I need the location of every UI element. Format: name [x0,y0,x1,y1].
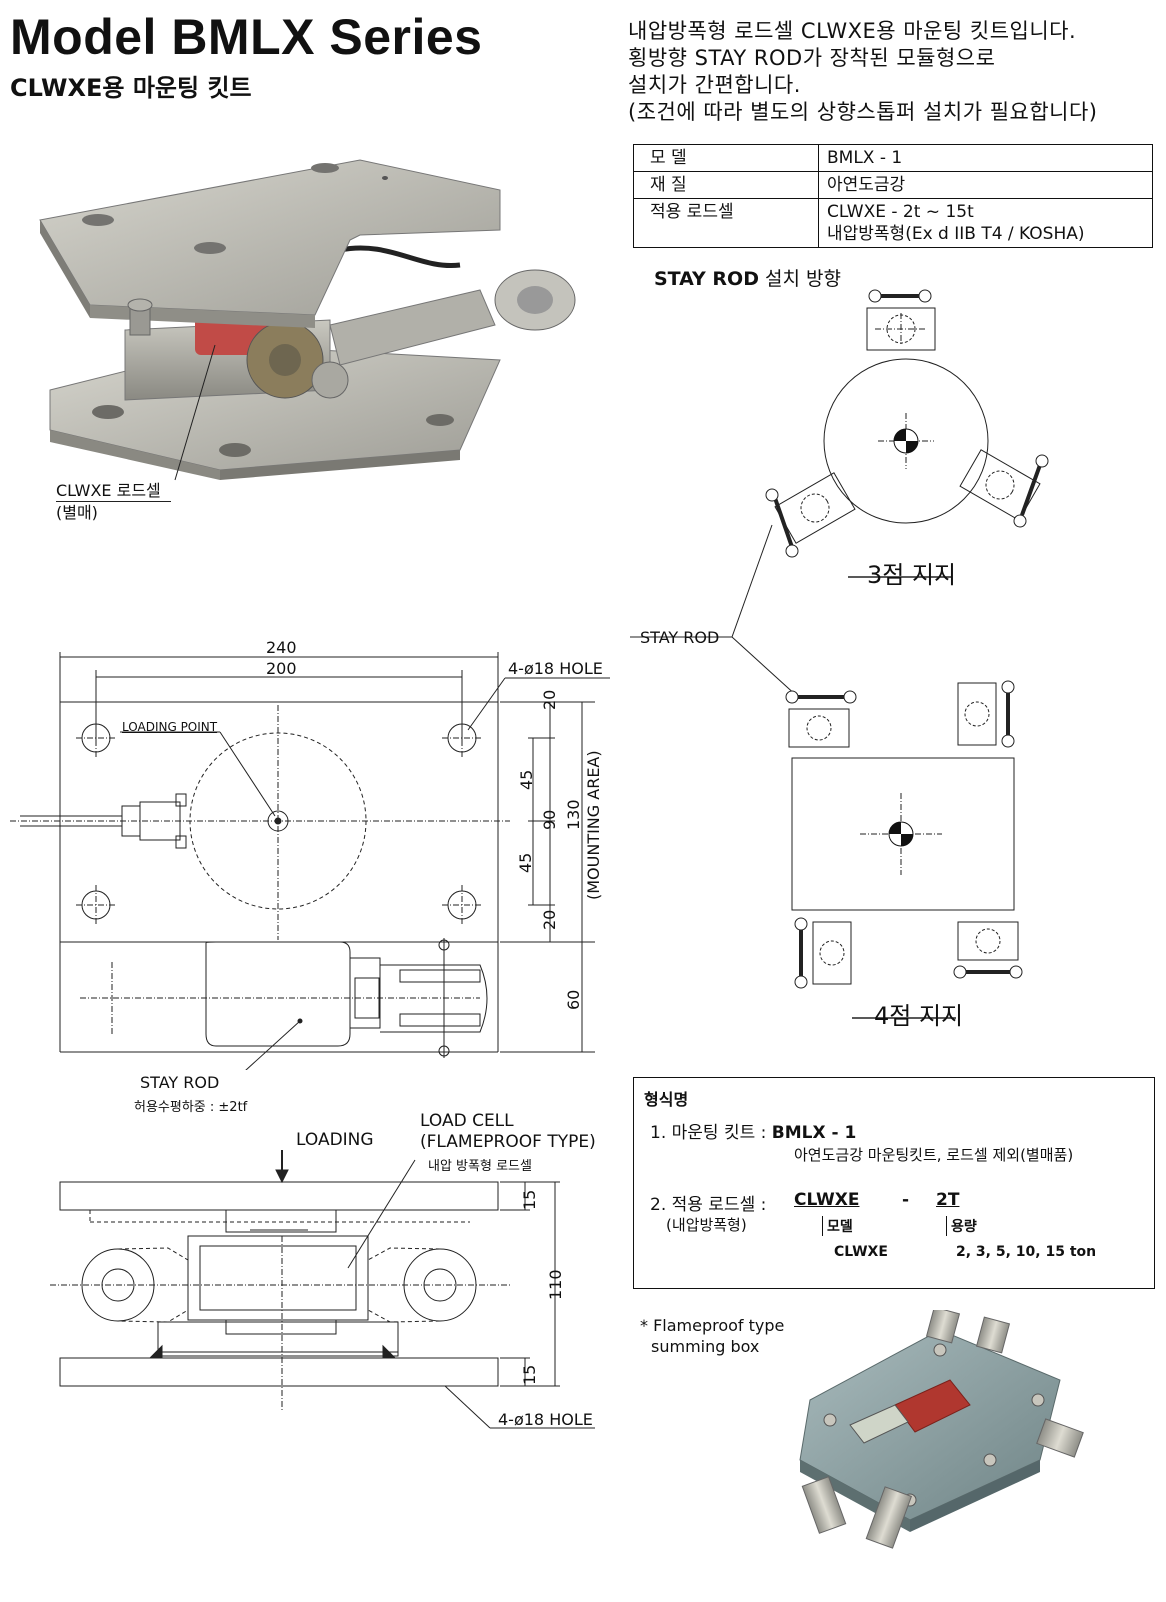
spec-value-line: CLWXE - 2t ~ 15t [827,202,974,222]
model-designation-box: 형식명 1. 마운팅 킷트 : BMLX - 1 아연도금강 마운팅킷트, 로드… [633,1077,1155,1289]
page-subtitle: CLWXE용 마운팅 킷트 [10,74,252,102]
item1-label: 1. 마운팅 킷트 : [650,1123,772,1143]
load-cell-label: LOAD CELL [420,1111,514,1131]
mounting-area-label: (MOUNTING AREA) [584,750,603,900]
summing-box-line2: summing box [651,1337,760,1356]
dim-45-bottom: 45 [516,852,535,873]
item2-sub: (내압방폭형) [666,1216,747,1234]
model-box-title: 형식명 [644,1090,689,1109]
dim-20-top: 20 [540,689,559,710]
stay-rod-diagram [630,289,1049,1019]
intro-line: 내압방폭형 로드셀 CLWXE용 마운팅 킷트입니다. [628,19,1077,43]
item2-capacity: 2T [936,1190,960,1210]
stay-rod-title-bold: STAY ROD [654,268,759,290]
dim-60: 60 [564,989,583,1010]
side-view-drawing [50,1150,595,1429]
loading-label: LOADING [296,1130,374,1150]
dim-240: 240 [266,638,297,657]
flameproof-label: (FLAMEPROOF TYPE) [420,1132,596,1152]
center-mark-icon [888,821,914,847]
three-point-label: 3점 지지 [867,561,957,589]
mounting-kit-photo [39,159,576,481]
stay-rod [329,289,496,366]
spec-key: 모 델 [633,144,819,172]
dim-110: 110 [546,1269,565,1300]
center-mark-icon [893,428,919,454]
intro-line: (조건에 따라 별도의 상향스톱퍼 설치가 필요합니다) [628,100,1098,124]
stay-rod-leader-label: STAY ROD [640,628,720,647]
spec-value: BMLX - 1 [818,144,1153,172]
spec-value: CLWXE - 2t ~ 15t 내압방폭형(Ex d IIB T4 / KOS… [818,198,1153,248]
item1-desc: 아연도금강 마운팅킷트, 로드셀 제외(별매품) [794,1146,1074,1164]
table-row: 적용 로드셀 CLWXE - 2t ~ 15t 내압방폭형(Ex d IIB T… [633,198,1153,248]
top-stay-rod-label: STAY ROD [140,1073,220,1092]
dim-15-top: 15 [520,1189,539,1210]
item1-value: BMLX - 1 [771,1123,857,1143]
spec-key: 적용 로드셀 [633,198,819,248]
dim-45-top: 45 [517,769,536,790]
top-view-drawing [10,652,610,1070]
spec-table: 모 델 BMLX - 1 재 질 아연도금강 적용 로드셀 CLWXE - 2t… [633,144,1153,248]
dim-90: 90 [540,809,559,830]
summing-box-photo [799,1310,1084,1549]
side-hole-label: 4-ø18 HOLE [498,1410,593,1429]
intro-text: 내압방폭형 로드셀 CLWXE용 마운팅 킷트입니다. 횡방향 STAY ROD… [628,18,1097,126]
intro-line: 횡방향 STAY ROD가 장착된 모듈형으로 [628,46,996,70]
stay-rod-section-title: STAY ROD 설치 방향 [654,264,841,291]
stay-rod-title-rest: 설치 방향 [758,268,841,290]
item2-model: CLWXE [794,1190,860,1210]
loadcell-label: CLWXE 로드셀 [56,477,171,502]
item2-label: 2. 적용 로드셀 : [650,1195,767,1215]
spec-value-line: 내압방폭형(Ex d IIB T4 / KOSHA) [827,224,1085,244]
flameproof-kr-label: 내압 방폭형 로드셀 [428,1159,532,1174]
top-hole-label: 4-ø18 HOLE [508,659,603,678]
item2-dash: - [902,1190,910,1210]
model-word: 모델 [822,1216,853,1236]
loading-point-label: LOADING POINT [122,720,218,734]
table-row: 재 질 아연도금강 [633,171,1153,199]
top-plate [39,159,501,316]
table-row: 모 델 BMLX - 1 [633,144,1153,172]
spec-value: 아연도금강 [818,171,1153,199]
summing-box-line1: * Flameproof type [640,1316,785,1335]
dim-15-bottom: 15 [520,1364,539,1385]
capacity-word: 용량 [946,1216,977,1236]
capacity-values: 2, 3, 5, 10, 15 ton [956,1244,1097,1260]
allowable-load-label: 허용수평하중 : ±2tf [134,1100,248,1115]
separate-sale-label: (별매) [56,503,98,522]
page-title: Model BMLX Series [10,9,483,65]
dim-130: 130 [564,799,583,830]
model-value: CLWXE [834,1244,888,1260]
model-item-1: 1. 마운팅 킷트 : BMLX - 1 [650,1118,856,1143]
four-point-label: 4점 지지 [874,1002,964,1030]
dim-20-bottom: 20 [540,909,559,930]
intro-line: 설치가 간편합니다. [628,73,801,97]
dim-200: 200 [266,659,297,678]
spec-key: 재 질 [633,171,819,199]
